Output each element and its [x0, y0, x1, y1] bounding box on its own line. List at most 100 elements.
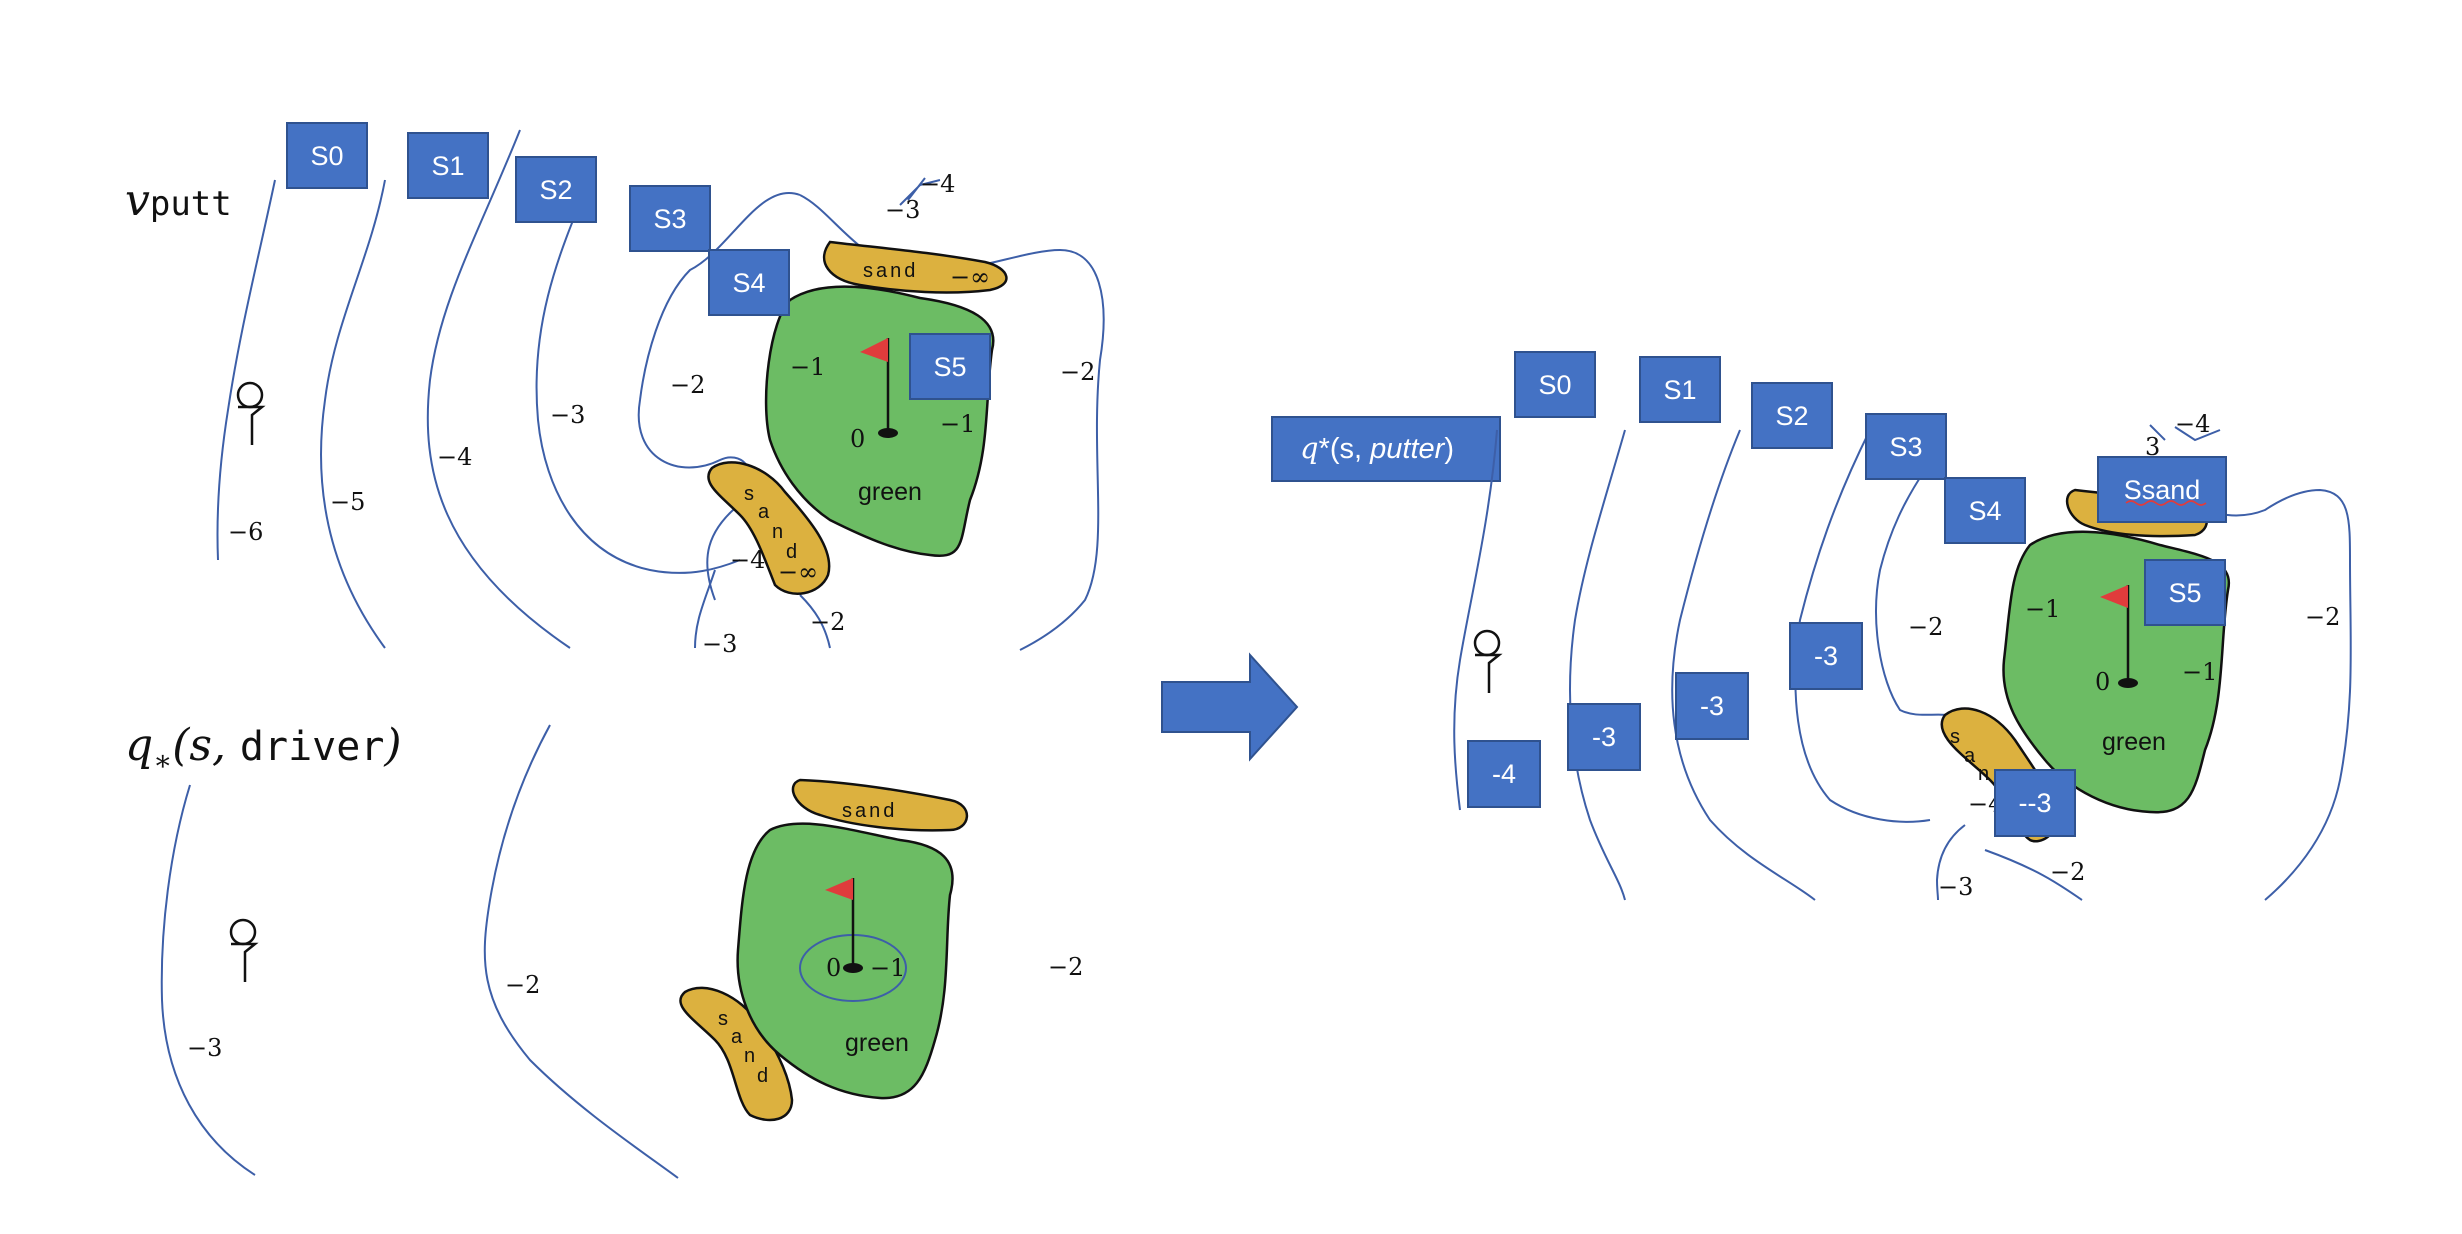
state-box-s1: S1 [1639, 356, 1721, 423]
contour-value: −2 [505, 971, 540, 999]
panel-vputt: vputt −6 −5 −4 −3 −2 −1 [125, 122, 1105, 658]
svg-text:S1: S1 [431, 151, 464, 181]
contour-value: −2 [1060, 358, 1095, 386]
svg-text:S3: S3 [653, 204, 686, 234]
putting-green [736, 822, 954, 1100]
svg-text:S2: S2 [1775, 401, 1808, 431]
state-box-ssand: Ssand [2097, 456, 2227, 523]
contour-value: −2 [1908, 613, 1943, 641]
contour-value: −2 [2305, 603, 2340, 631]
sand-label: sand [863, 260, 918, 282]
contour-line [694, 499, 746, 649]
svg-text:-3: -3 [1592, 722, 1616, 752]
value-box: --3 [1994, 769, 2076, 837]
contour-line [483, 724, 679, 1179]
state-box-s5: S5 [909, 333, 991, 400]
contour-value: −2 [670, 371, 705, 399]
contour-value: −1 [2182, 658, 2217, 686]
svg-text:S4: S4 [732, 268, 765, 298]
svg-text:S5: S5 [933, 352, 966, 382]
contour-line [426, 129, 571, 649]
state-box-s5: S5 [2144, 559, 2226, 626]
sand-bunker [823, 240, 1008, 294]
contour-value: 0 [850, 425, 865, 453]
green-label: green [858, 478, 922, 506]
contour-line [637, 191, 801, 491]
sand-letter: d [786, 541, 800, 563]
sand-letter: a [731, 1026, 745, 1048]
contour-value: −3 [1938, 873, 1973, 901]
state-box-s4: S4 [1944, 477, 2026, 544]
golf-tee-icon [236, 381, 266, 445]
contour-line [899, 177, 941, 206]
contour-value: −4 [437, 443, 472, 471]
svg-text:q*(s, putter): q*(s, putter) [1300, 431, 1454, 465]
contour-value: −4 [920, 170, 955, 198]
svg-text:S1: S1 [1663, 375, 1696, 405]
svg-text:S3: S3 [1889, 432, 1922, 462]
vputt-title: vputt [125, 175, 232, 226]
contour-value: −3 [702, 630, 737, 658]
contour-value: −1 [870, 954, 905, 982]
sand-letter: d [757, 1065, 771, 1087]
contour-line [1935, 824, 2083, 901]
svg-text:S2: S2 [539, 175, 572, 205]
qdriver-title: q∗(s, driver) [125, 720, 402, 777]
panel-qdriver: q∗(s, driver) −3 −2 0 −1 −2 sand s a n d… [125, 720, 1083, 1179]
contour-line [320, 179, 386, 649]
contour-value: 0 [826, 954, 841, 982]
contour-line [216, 179, 276, 561]
contour-line [535, 179, 741, 574]
contour-line [1794, 429, 1931, 823]
svg-text:-4: -4 [1492, 759, 1516, 789]
contour-value: −2 [2050, 858, 2085, 886]
contour-value: −3 [885, 196, 920, 224]
flag-icon [860, 338, 898, 438]
green-label: green [845, 1029, 909, 1057]
sand-value: −∞ [950, 263, 990, 291]
svg-text:-3: -3 [1814, 641, 1838, 671]
sand-letter: s [1950, 726, 1963, 748]
contour-value: −1 [2025, 595, 2060, 623]
state-box-s2: S2 [1751, 382, 1833, 449]
state-box-s4: S4 [708, 249, 790, 316]
value-box: -4 [1467, 740, 1541, 808]
svg-text:-3: -3 [1700, 691, 1724, 721]
contour-line [1453, 429, 1498, 811]
sand-value: −∞ [778, 558, 818, 586]
contour-value: 3 [2145, 433, 2160, 461]
state-box-s2: S2 [515, 156, 597, 223]
contour-value: −3 [550, 401, 585, 429]
qputter-title-box: q*(s, putter) [1271, 416, 1501, 482]
value-box: -3 [1789, 622, 1863, 690]
arrow-right-icon [1161, 652, 1299, 762]
state-box-s0: S0 [1514, 351, 1596, 418]
contour-line [2189, 488, 2352, 901]
contour-value: −5 [330, 488, 365, 516]
svg-text:--3: --3 [2019, 788, 2052, 818]
golf-tee-icon [1473, 629, 1503, 693]
contour-line [799, 594, 831, 649]
green-label: green [2102, 728, 2166, 756]
svg-text:S0: S0 [1538, 370, 1571, 400]
sand-letter: n [772, 521, 786, 543]
sand-letter: s [744, 483, 757, 505]
contour-line [1671, 429, 1816, 901]
sand-letter: a [758, 501, 772, 523]
contour-line [1875, 469, 1961, 719]
contour-line [2149, 424, 2221, 442]
svg-text:Ssand: Ssand [2124, 475, 2201, 505]
sand-letter: n [744, 1045, 758, 1067]
contour-value: −3 [187, 1034, 222, 1062]
flag-icon [2100, 585, 2138, 688]
golf-tee-icon [229, 918, 259, 982]
sand-letter: s [718, 1008, 731, 1030]
contour-value: −1 [790, 353, 825, 381]
value-box: -3 [1567, 703, 1641, 771]
contour-value: −2 [1048, 953, 1083, 981]
state-box-s3: S3 [1865, 413, 1947, 480]
sand-bunker [707, 461, 831, 595]
contour-value: −4 [730, 546, 765, 574]
contour-value: −6 [228, 518, 263, 546]
